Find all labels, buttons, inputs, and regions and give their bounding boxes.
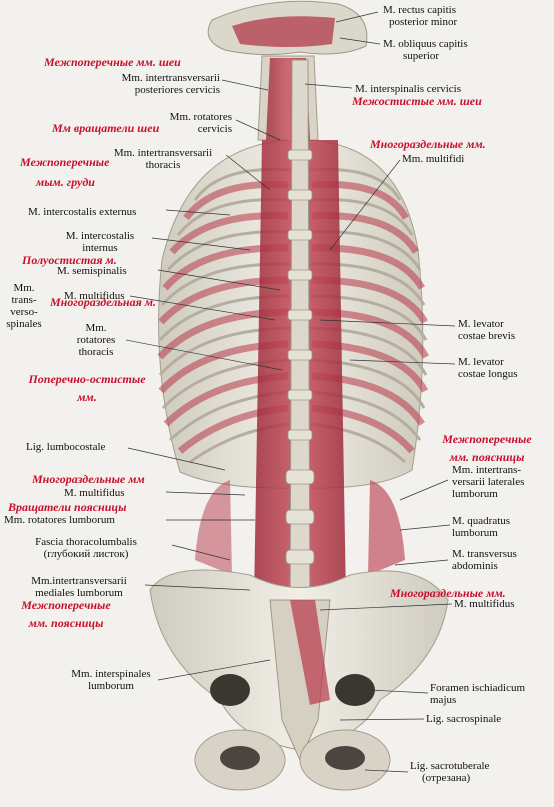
ru-label-semispinal: Полуостистая м. xyxy=(22,253,117,267)
left-foramen xyxy=(210,674,250,706)
label-multifidi: Mm. multifidi xyxy=(402,153,465,165)
label-sacrospinale: Lig. sacrospinale xyxy=(426,713,502,725)
label-fascia-thoracolumbalis: Fascia thoracolumbalis(глубокий листок) xyxy=(35,536,137,560)
label-multifidus-thoracis: M. multifidus xyxy=(64,290,125,302)
label-lumbocostale: Lig. lumbocostale xyxy=(26,441,106,453)
label-multifidus-lumborum: M. multifidus xyxy=(64,487,125,499)
suboccipital-muscles xyxy=(232,16,335,47)
label-multifidus-right: M. multifidus xyxy=(454,598,515,610)
vertebral-processes xyxy=(285,149,315,565)
ru-label-intertransverse-chest: Межпоперечные мым. груди xyxy=(20,155,110,189)
ru-label-intertransverse-lumbar-right: Межпоперечные мм. поясницы xyxy=(442,432,532,464)
ru-label-transversospinal: Поперечно-остистые мм. xyxy=(28,372,146,404)
label-intercostalis-externus: M. intercostalis externus xyxy=(28,206,137,218)
label-interspinalis-cervicis: M. interspinalis cervicis xyxy=(355,83,462,95)
quadratus-lumborum xyxy=(368,480,405,575)
leader-lines xyxy=(125,11,456,773)
label-sacrotuberale: Lig. sacrotuberale(отрезана) xyxy=(410,760,490,784)
ru-label-rotators-lumbar: Вращатели поясницы xyxy=(8,500,127,514)
ru-label-multifid-right: Многораздельные мм. xyxy=(390,586,506,600)
ru-label-intertransverse-lumbar-left: Межпоперечные мм. поясницы xyxy=(21,598,111,630)
ru-label-multifid-mid: Многораздельная м. xyxy=(50,295,156,309)
ru-label-interspinal-neck: Межостистые мм. шеи xyxy=(352,94,482,108)
sacral-muscles xyxy=(290,600,330,705)
label-semispinalis: M. semispinalis xyxy=(57,265,127,277)
ru-label-multifid-left: Многораздельные мм xyxy=(32,472,145,486)
label-rotatores-lumborum: Mm. rotatores lumborum xyxy=(4,514,115,526)
label-transversospinales: Mm.trans- verso-spinales xyxy=(6,282,42,330)
ru-label-rotators-neck: Мм вращатели шеи xyxy=(52,121,160,135)
ru-label-intertransverse-neck: Межпоперечные мм. шеи xyxy=(44,55,181,69)
ru-label-multifid-top: Многораздельные мм. xyxy=(370,137,486,151)
right-foramen xyxy=(335,674,375,706)
lumbar-left-muscles xyxy=(195,480,232,575)
